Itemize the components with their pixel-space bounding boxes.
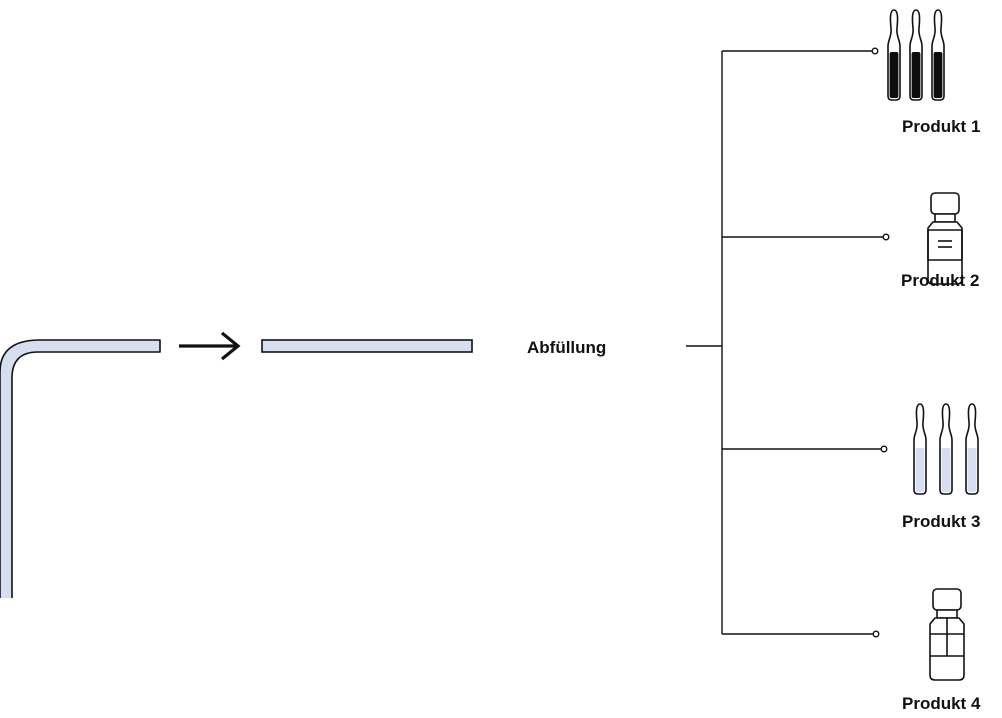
product-3-label: Produkt 3 [902,512,981,531]
labeled-vial-icon [927,192,963,285]
process-label: Abfüllung [527,338,607,357]
vial-with-insert-icon [929,588,965,681]
branch-4 [722,630,880,638]
straight-pipe [261,339,473,353]
light-ampoules-icon [913,403,979,495]
flow-arrow-icon [179,331,241,361]
product-1-label: Produkt 1 [902,117,981,136]
product-2-label: Produkt 2 [901,271,980,290]
filled-ampoules-icon [887,9,945,101]
branch-2 [722,233,890,241]
branch-1 [722,47,879,55]
branch-3 [722,445,888,453]
inlet-pipe [0,339,161,598]
product-4-label: Produkt 4 [902,694,981,713]
